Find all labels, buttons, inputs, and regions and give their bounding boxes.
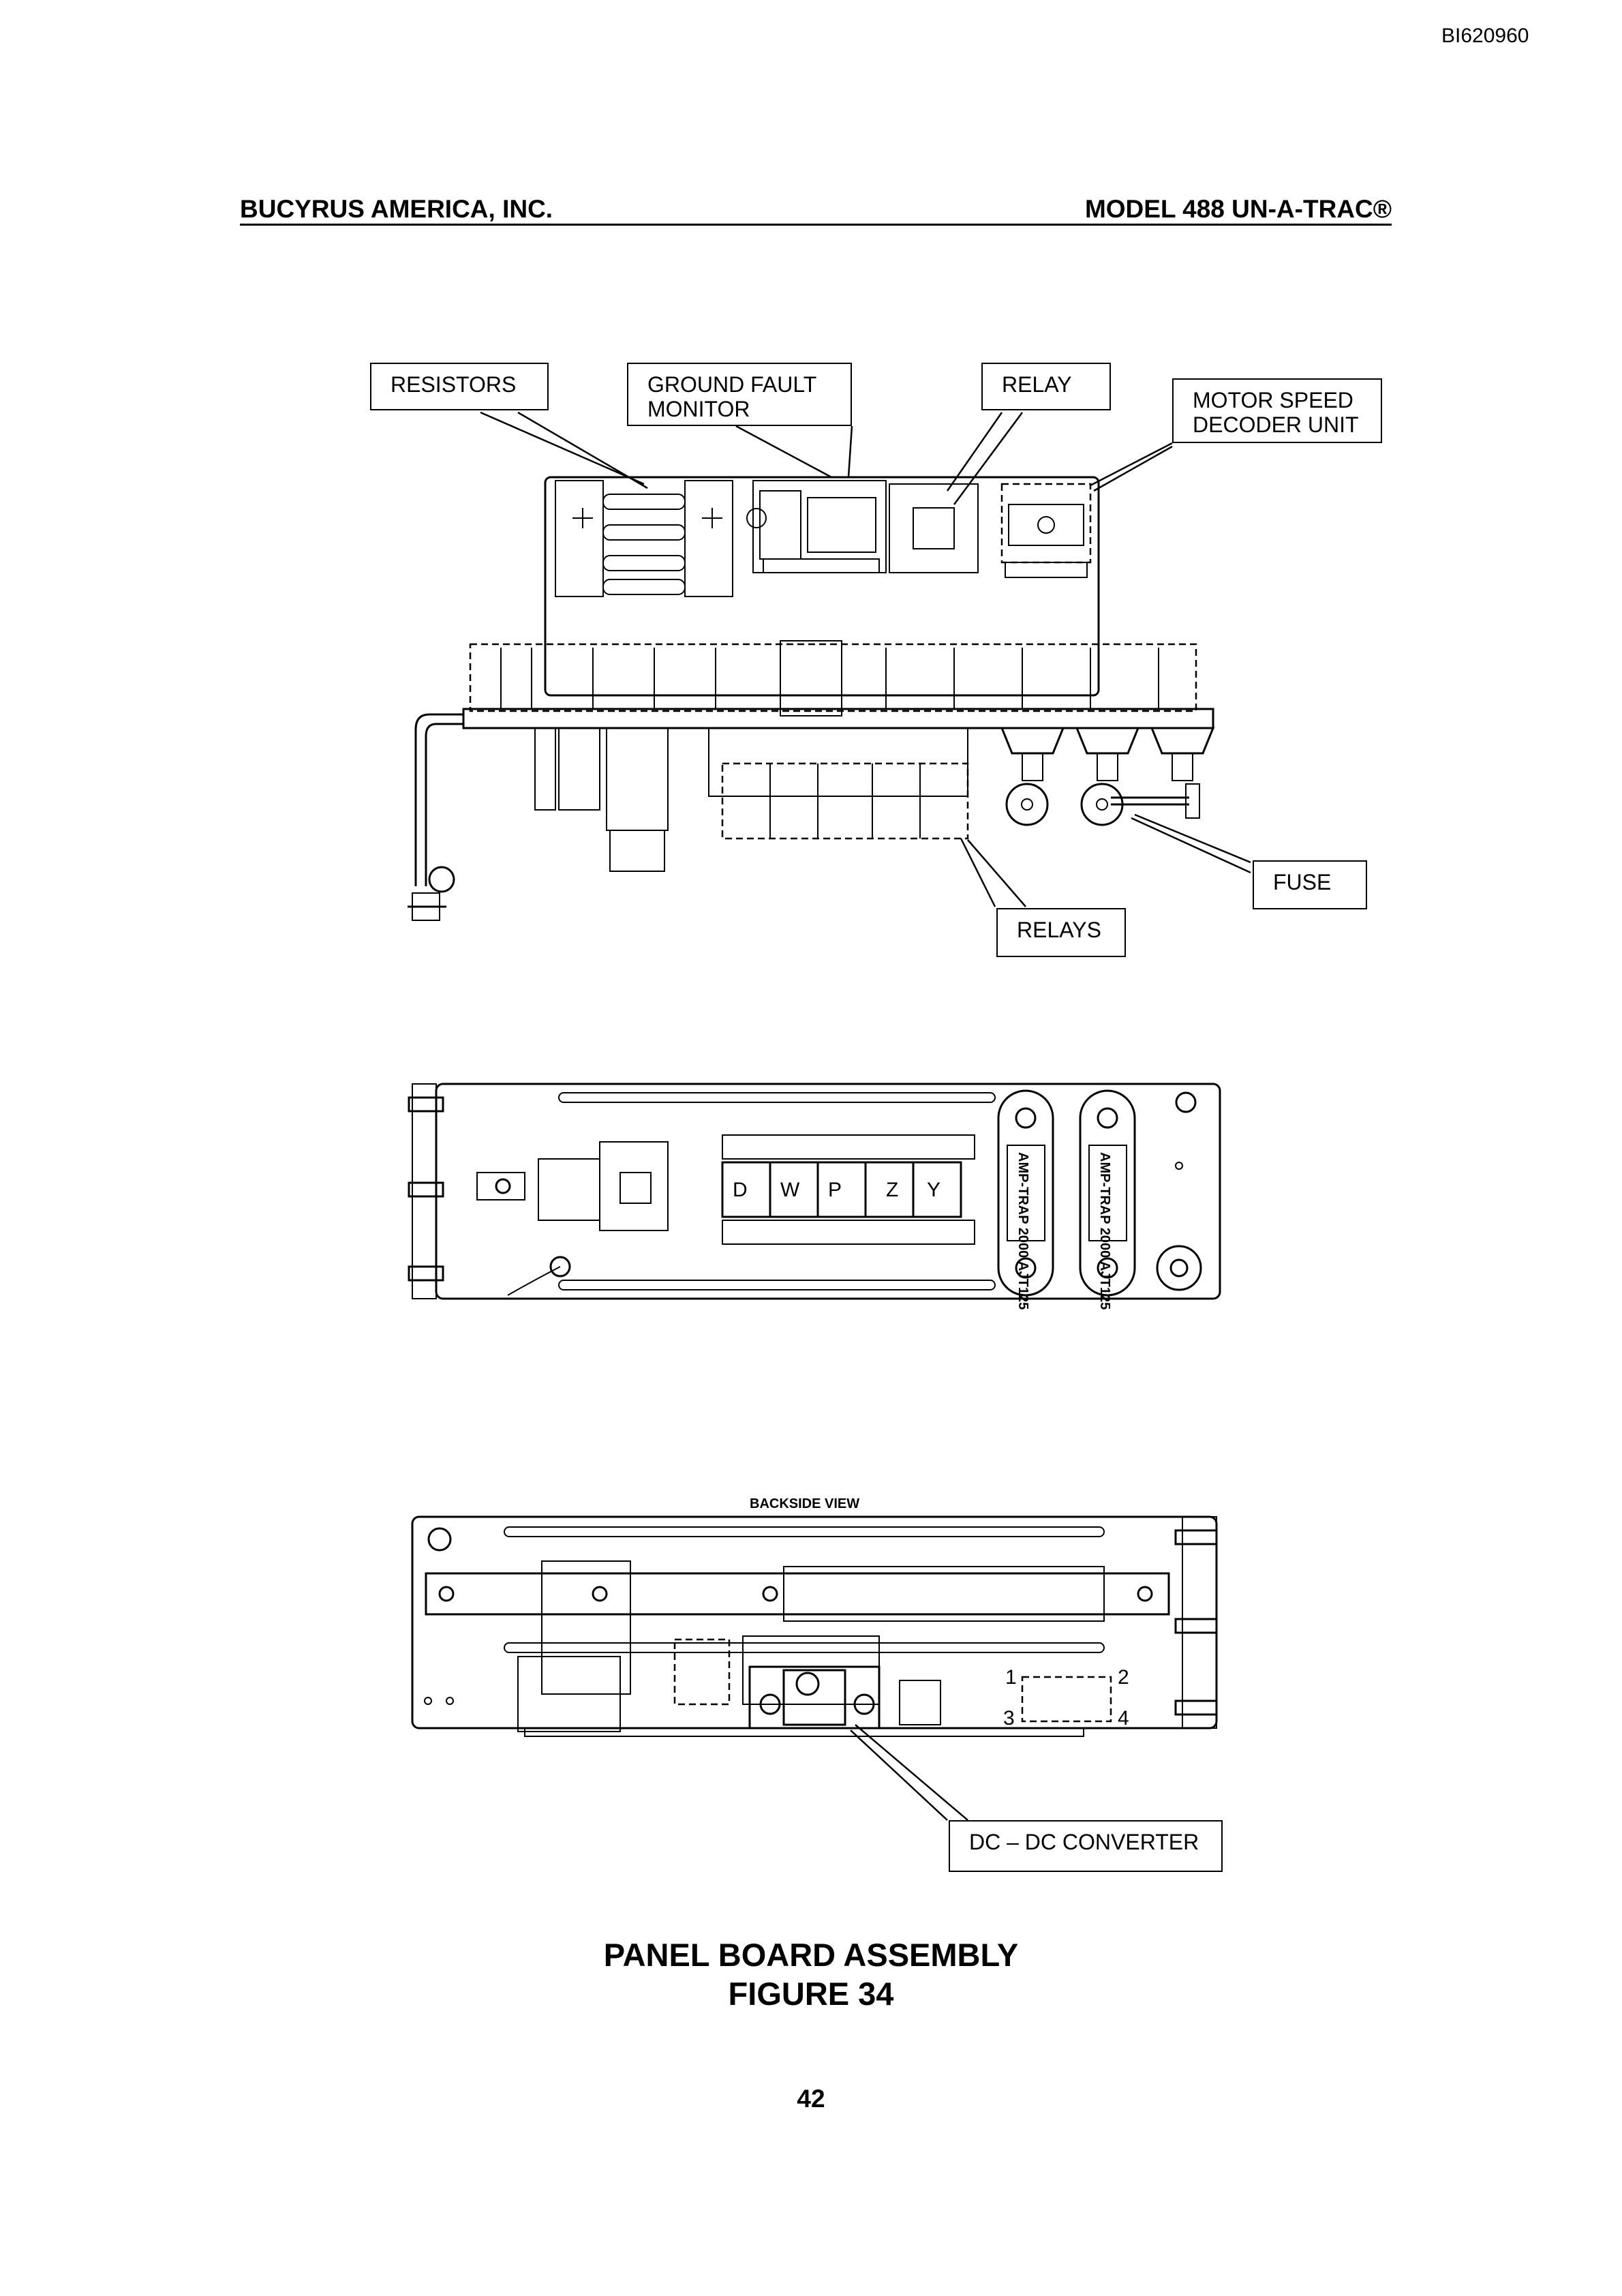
callout-fuse: FUSE — [1253, 860, 1367, 909]
relay-letter-d: D — [733, 1179, 748, 1201]
backside-view-drawing: BACKSIDE VIEW 1 2 3 4 — [411, 1496, 1218, 1737]
callout-resistors: RESISTORS — [370, 363, 549, 410]
callout-relay: RELAY — [981, 363, 1111, 410]
terminal-number-1: 1 — [1005, 1666, 1017, 1689]
fuse-holders — [1000, 727, 1215, 826]
side-view-leaders — [480, 411, 1251, 907]
figure-title: PANEL BOARD ASSEMBLY — [603, 1937, 1019, 1973]
relay-letter-w: W — [780, 1179, 800, 1201]
relay-row: D W P Z Y — [721, 1161, 962, 1218]
terminal-number-4: 4 — [1118, 1707, 1129, 1729]
resistor-bank — [555, 480, 733, 597]
page-number: 42 — [797, 2085, 825, 2113]
front-view-drawing: D W P Z Y AMP-TRAP 2000 AJT125 AMP-TRAP … — [408, 1083, 1221, 1310]
callout-ground-fault-monitor: GROUND FAULT MONITOR — [627, 363, 852, 426]
terminal-number-3: 3 — [1003, 1707, 1015, 1729]
terminal-number-2: 2 — [1118, 1666, 1129, 1689]
side-view-drawing — [408, 476, 1215, 921]
fuse-label-1: AMP-TRAP 2000 AJT125 — [1015, 1152, 1030, 1310]
relay-letter-z: Z — [886, 1179, 898, 1201]
fuse-label-2: AMP-TRAP 2000 AJT125 — [1097, 1152, 1112, 1310]
relay-letter-p: P — [828, 1179, 842, 1201]
amp-trap-fuses: AMP-TRAP 2000 AJT125 AMP-TRAP 2000 AJT12… — [997, 1089, 1202, 1310]
company-name: BUCYRUS AMERICA, INC. — [240, 195, 553, 223]
callout-motor-speed-decoder-unit: MOTOR SPEED DECODER UNIT — [1172, 378, 1382, 443]
backside-view-leaders — [850, 1724, 968, 1821]
relay-component — [889, 483, 979, 573]
backside-view-title: BACKSIDE VIEW — [750, 1496, 859, 1511]
ground-fault-monitor — [746, 480, 887, 573]
dc-dc-converter — [748, 1665, 881, 1729]
figure-number: FIGURE 34 — [728, 1976, 894, 2012]
header-rule — [240, 224, 1392, 226]
model-name: MODEL 488 UN-A-TRAC® — [1084, 195, 1392, 223]
callout-dc-dc-converter: DC – DC CONVERTER — [949, 1820, 1223, 1872]
document-id: BI620960 — [1441, 25, 1529, 47]
relay-letter-y: Y — [927, 1179, 940, 1201]
callout-relays: RELAYS — [996, 908, 1126, 957]
motor-speed-decoder-unit — [1000, 483, 1092, 578]
